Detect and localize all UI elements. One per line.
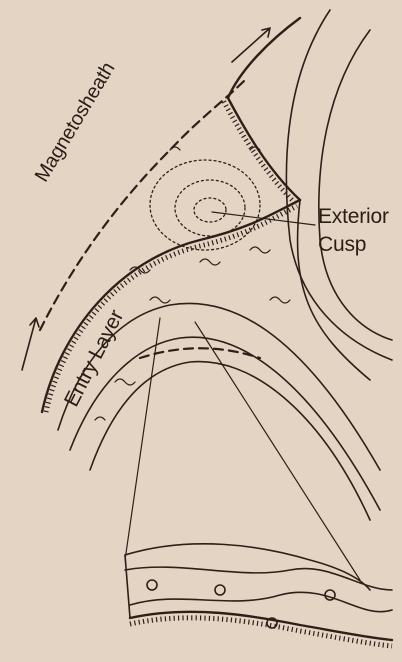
inset-wave-1 [125,567,392,590]
exterior-label: Exterior [318,205,389,229]
particle-2 [215,585,225,595]
cone-line-left [125,318,160,560]
exterior-cusp-pointer [212,212,315,225]
field-line-right-3 [319,30,392,340]
vortex-inner [194,198,226,222]
entry-layer-line-3 [90,362,370,520]
vortex-middle [175,180,245,236]
vortex-outer [150,160,260,250]
inset-left-edge [125,555,130,618]
particle-1 [147,580,157,590]
cusp-label: Cusp [318,233,366,257]
inset-bottom-hatching [130,618,392,646]
cone-line-right [195,322,360,580]
turbulence-wiggles [95,147,290,420]
field-line-right-2 [286,10,392,360]
flow-arrow-left [22,318,39,370]
entry-layer-line-2 [70,337,380,510]
inset-wave-2 [130,592,392,611]
flow-arrow-top [232,28,270,62]
cusp-right-boundary [228,18,300,200]
particle-4 [325,590,335,600]
